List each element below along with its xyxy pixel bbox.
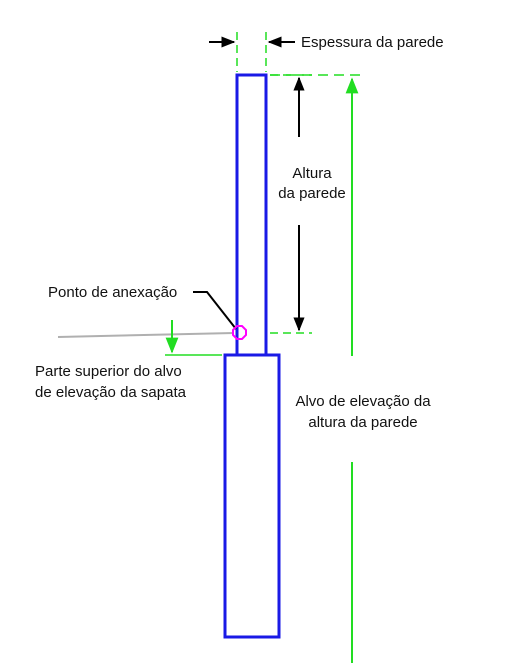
elevation-target-label-line1: Alvo de elevação da (295, 393, 431, 410)
elevation-target-label-line2: altura da parede (308, 414, 417, 431)
wall-rectangle (235, 73, 268, 357)
wall-height-label-line1: Altura (292, 165, 332, 182)
wall-height-label-line2: da parede (278, 185, 346, 202)
footing-reference-line (57, 332, 235, 338)
attachment-point-marker (232, 325, 247, 340)
wall-thickness-label: Espessura da parede (301, 34, 444, 51)
attachment-point-label: Ponto de anexação (48, 284, 177, 301)
footing-top-label-line2: de elevação da sapata (35, 384, 187, 401)
attachment-leader (193, 291, 237, 330)
footing-rectangle (223, 353, 281, 639)
footing-top-label-line1: Parte superior do alvo (35, 363, 182, 380)
